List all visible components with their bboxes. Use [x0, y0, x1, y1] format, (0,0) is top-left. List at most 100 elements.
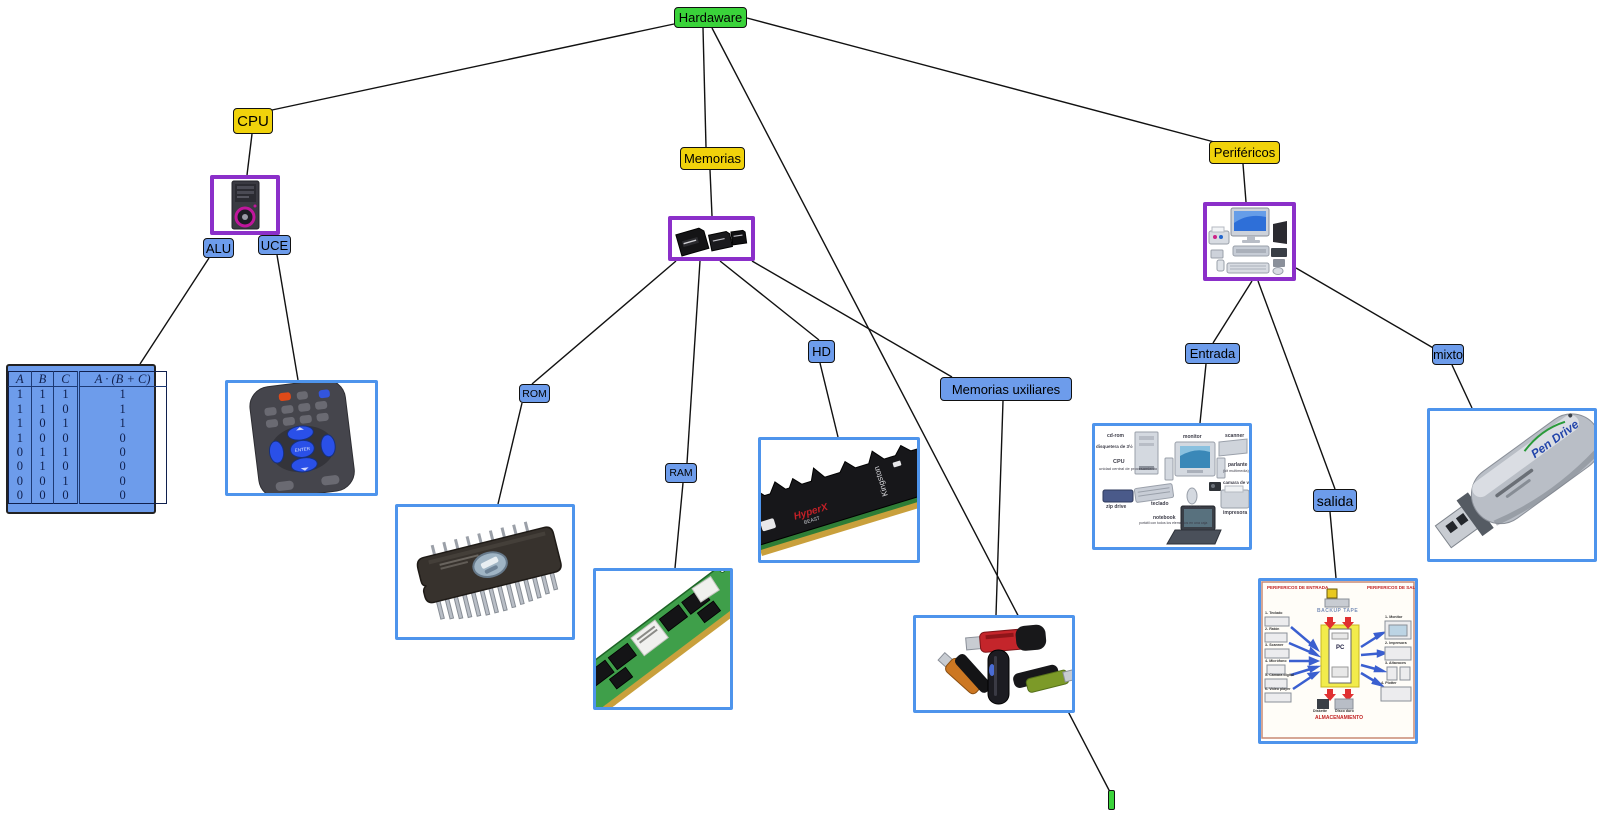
edge-cards-memux	[751, 260, 953, 378]
truth-table-cell: 0	[76, 488, 167, 504]
input-label-disquetera: disquetera de 3½	[1096, 444, 1133, 449]
edge-collage-mixto	[1295, 267, 1436, 350]
io-left-item-3: 3- Scanner	[1265, 643, 1284, 647]
node-io-diagram-image[interactable]: PERIFERICOS DE ENTRADA PERIFERICOS DE SA…	[1258, 578, 1418, 744]
io-right-item-3: 3- Altavoces	[1385, 661, 1407, 665]
io-right-item-2: 2- Impresora	[1385, 641, 1407, 645]
truth-table-cell: 1	[30, 401, 54, 417]
io-title-salida: PERIFERICOS DE SALIDA	[1367, 585, 1418, 590]
io-disco-label: Disco duro	[1335, 709, 1354, 713]
node-memorias[interactable]: Memorias	[680, 147, 745, 170]
edge-collage-entrada	[1212, 280, 1253, 344]
io-storage-label: ALMACENAMIENTO	[1315, 715, 1363, 721]
io-left-item-4: 4- Micrófono	[1265, 659, 1287, 663]
node-cpu-tower-image[interactable]	[210, 175, 280, 235]
truth-table-cell: 1	[16, 387, 23, 402]
truth-table-cell: 0	[76, 445, 167, 460]
truth-table-cell: 0	[16, 473, 23, 488]
node-cpu[interactable]: CPU	[233, 108, 273, 134]
node-perifericos[interactable]: Periféricos	[1209, 141, 1280, 164]
node-hd[interactable]: HD	[808, 340, 835, 363]
truth-table-cell: 1	[53, 473, 79, 489]
edge-collage-salida	[1257, 280, 1336, 490]
truth-table-cell: 1	[53, 416, 79, 431]
node-salida[interactable]: salida	[1313, 489, 1357, 512]
node-memorias-uxiliares[interactable]: Memorias uxiliares	[940, 377, 1072, 401]
truth-table-cell: 1	[76, 416, 167, 431]
edge-memux-usb	[995, 400, 1004, 616]
node-pendrive-image[interactable]: Pen Drive	[1427, 408, 1597, 562]
input-label-scanner: scanner	[1225, 433, 1245, 439]
node-ram[interactable]: RAM	[665, 463, 697, 483]
node-empty-child[interactable]	[1108, 790, 1115, 810]
node-ram-module-image[interactable]	[593, 568, 733, 710]
node-entrada[interactable]: Entrada	[1185, 343, 1240, 364]
truth-table-cell: 1	[30, 386, 54, 402]
eprom-chip-icon	[416, 521, 562, 620]
node-mixto[interactable]: mixto	[1432, 344, 1464, 365]
truth-table-header: A · (B + C)	[76, 371, 167, 388]
io-left-item-1: 1- Teclado	[1265, 611, 1283, 615]
node-remote-image[interactable]: ENTER	[225, 380, 378, 496]
truth-table-cell: 1	[16, 401, 23, 416]
input-label-parlante: parlante	[1228, 462, 1248, 468]
truth-table-cell: 0	[30, 430, 54, 446]
edge-cards-hd	[719, 260, 820, 341]
truth-table-cell: 1	[30, 445, 54, 460]
node-input-devices-image[interactable]: cd-rom disquetera de 3½ CPU unidad centr…	[1092, 423, 1252, 550]
truth-table-cell: 1	[30, 459, 54, 474]
node-hardaware[interactable]: Hardaware	[674, 7, 747, 28]
truth-table-cell: 0	[30, 416, 54, 431]
node-hyperx-ram-image[interactable]: HyperX BEAST Kingston	[758, 437, 920, 563]
truth-table-cell: 0	[16, 488, 23, 503]
input-label-camara: camara de video	[1223, 480, 1251, 485]
node-rom[interactable]: ROM	[519, 384, 550, 403]
io-left-item-5: 5- Cámara digital	[1265, 673, 1294, 677]
truth-table-cell: 0	[53, 401, 79, 417]
edge-cpu-tower	[246, 133, 253, 176]
truth-table-cell: 0	[16, 459, 23, 474]
node-usb-drives-image[interactable]	[913, 615, 1075, 713]
node-memory-cards-image[interactable]	[668, 216, 755, 261]
truth-table-cell: 0	[16, 445, 23, 460]
truth-table-cell: 1	[53, 445, 79, 460]
io-left-item-6: 6- Video player	[1265, 687, 1291, 691]
truth-table-cell: 1	[53, 386, 79, 402]
node-peripherals-image[interactable]	[1203, 202, 1296, 281]
edge-cards-ram	[686, 260, 701, 464]
truth-table-cell: 1	[16, 416, 23, 431]
io-right-item-4: 4- Plotter	[1381, 681, 1397, 685]
node-eprom-chip-image[interactable]	[395, 504, 575, 640]
io-diskette-label: Diskette	[1313, 709, 1327, 713]
truth-table-cell: 0	[76, 459, 167, 474]
edge-salida-io	[1329, 511, 1337, 579]
input-label-notebook: notebook	[1153, 515, 1176, 521]
edge-uce-remote	[276, 254, 299, 381]
truth-table-cell: 0	[30, 488, 54, 504]
truth-table-header: A	[8, 371, 32, 388]
truth-table-cell: 0	[30, 473, 54, 489]
usb-drives-icon	[937, 624, 1072, 705]
truth-table-cell: 0	[53, 488, 79, 504]
edge-cards-rom	[531, 260, 677, 385]
node-alu[interactable]: ALU	[203, 238, 234, 258]
input-label-notebook-sub: portátil con todos los elementos en una …	[1139, 521, 1208, 525]
node-uce[interactable]: UCE	[258, 235, 291, 255]
input-label-cdrom: cd-rom	[1107, 433, 1124, 439]
edge-ram-module	[674, 482, 684, 569]
edge-root-memorias	[702, 27, 707, 148]
truth-table-cell: 0	[53, 459, 79, 474]
edge-hd-hyperx	[819, 362, 839, 438]
io-title-entrada: PERIFERICOS DE ENTRADA	[1267, 585, 1329, 590]
